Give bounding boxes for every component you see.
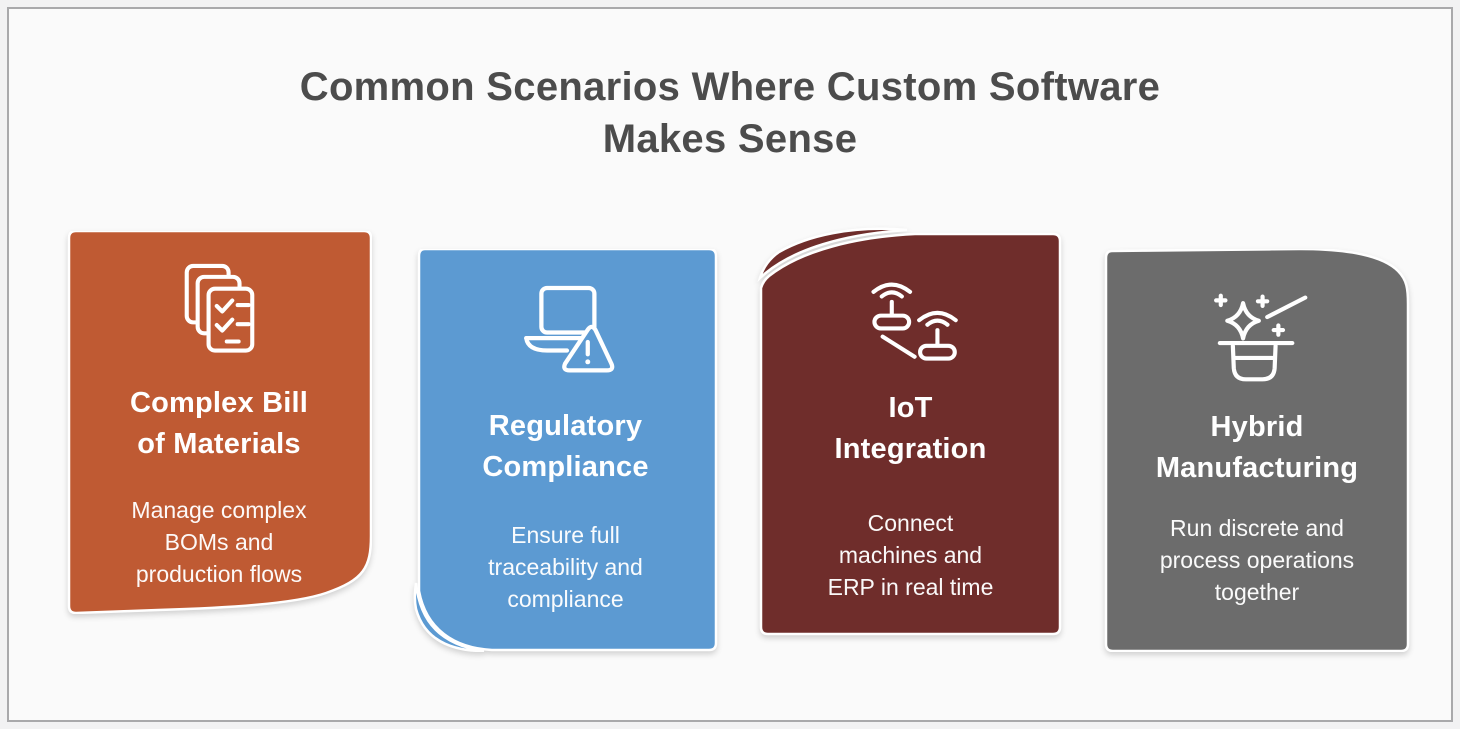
card-complex-bill-of-materials: Complex Bill of Materials Manage complex… bbox=[66, 231, 372, 614]
documents-checklist-icon bbox=[184, 263, 254, 353]
card-shape-curl-bottom-left bbox=[413, 249, 718, 652]
iot-devices-icon bbox=[871, 282, 958, 361]
card-description: Manage complex BOMs and production flows bbox=[131, 497, 307, 587]
card-iot-integration: IoT Integration Connect machines and ERP… bbox=[757, 226, 1064, 636]
card-title: IoT Integration bbox=[834, 392, 987, 466]
page-title: Common Scenarios Where Custom Software M… bbox=[299, 65, 1161, 161]
card-description: Run discrete and process operations toge… bbox=[1159, 515, 1355, 605]
laptop-warning-icon bbox=[523, 285, 614, 373]
card-regulatory-compliance: Regulatory Compliance Ensure full tracea… bbox=[412, 249, 719, 652]
magic-hat-icon bbox=[1214, 293, 1308, 382]
card-title: Regulatory Compliance bbox=[482, 410, 649, 484]
infographic-frame: Common Scenarios Where Custom Software M… bbox=[7, 7, 1453, 722]
card-shape-curl-top-right bbox=[1104, 249, 1410, 652]
card-title: Hybrid Manufacturing bbox=[1155, 411, 1359, 485]
card-description: Connect machines and ERP in real time bbox=[827, 510, 994, 600]
card-shape-curl-top-left bbox=[757, 227, 1062, 636]
card-hybrid-manufacturing: Hybrid Manufacturing Run discrete and pr… bbox=[1104, 249, 1410, 652]
card-description: Ensure full traceability and compliance bbox=[488, 522, 643, 612]
card-title: Complex Bill of Materials bbox=[129, 387, 309, 461]
card-shape-curl-bottom-right bbox=[67, 231, 372, 614]
